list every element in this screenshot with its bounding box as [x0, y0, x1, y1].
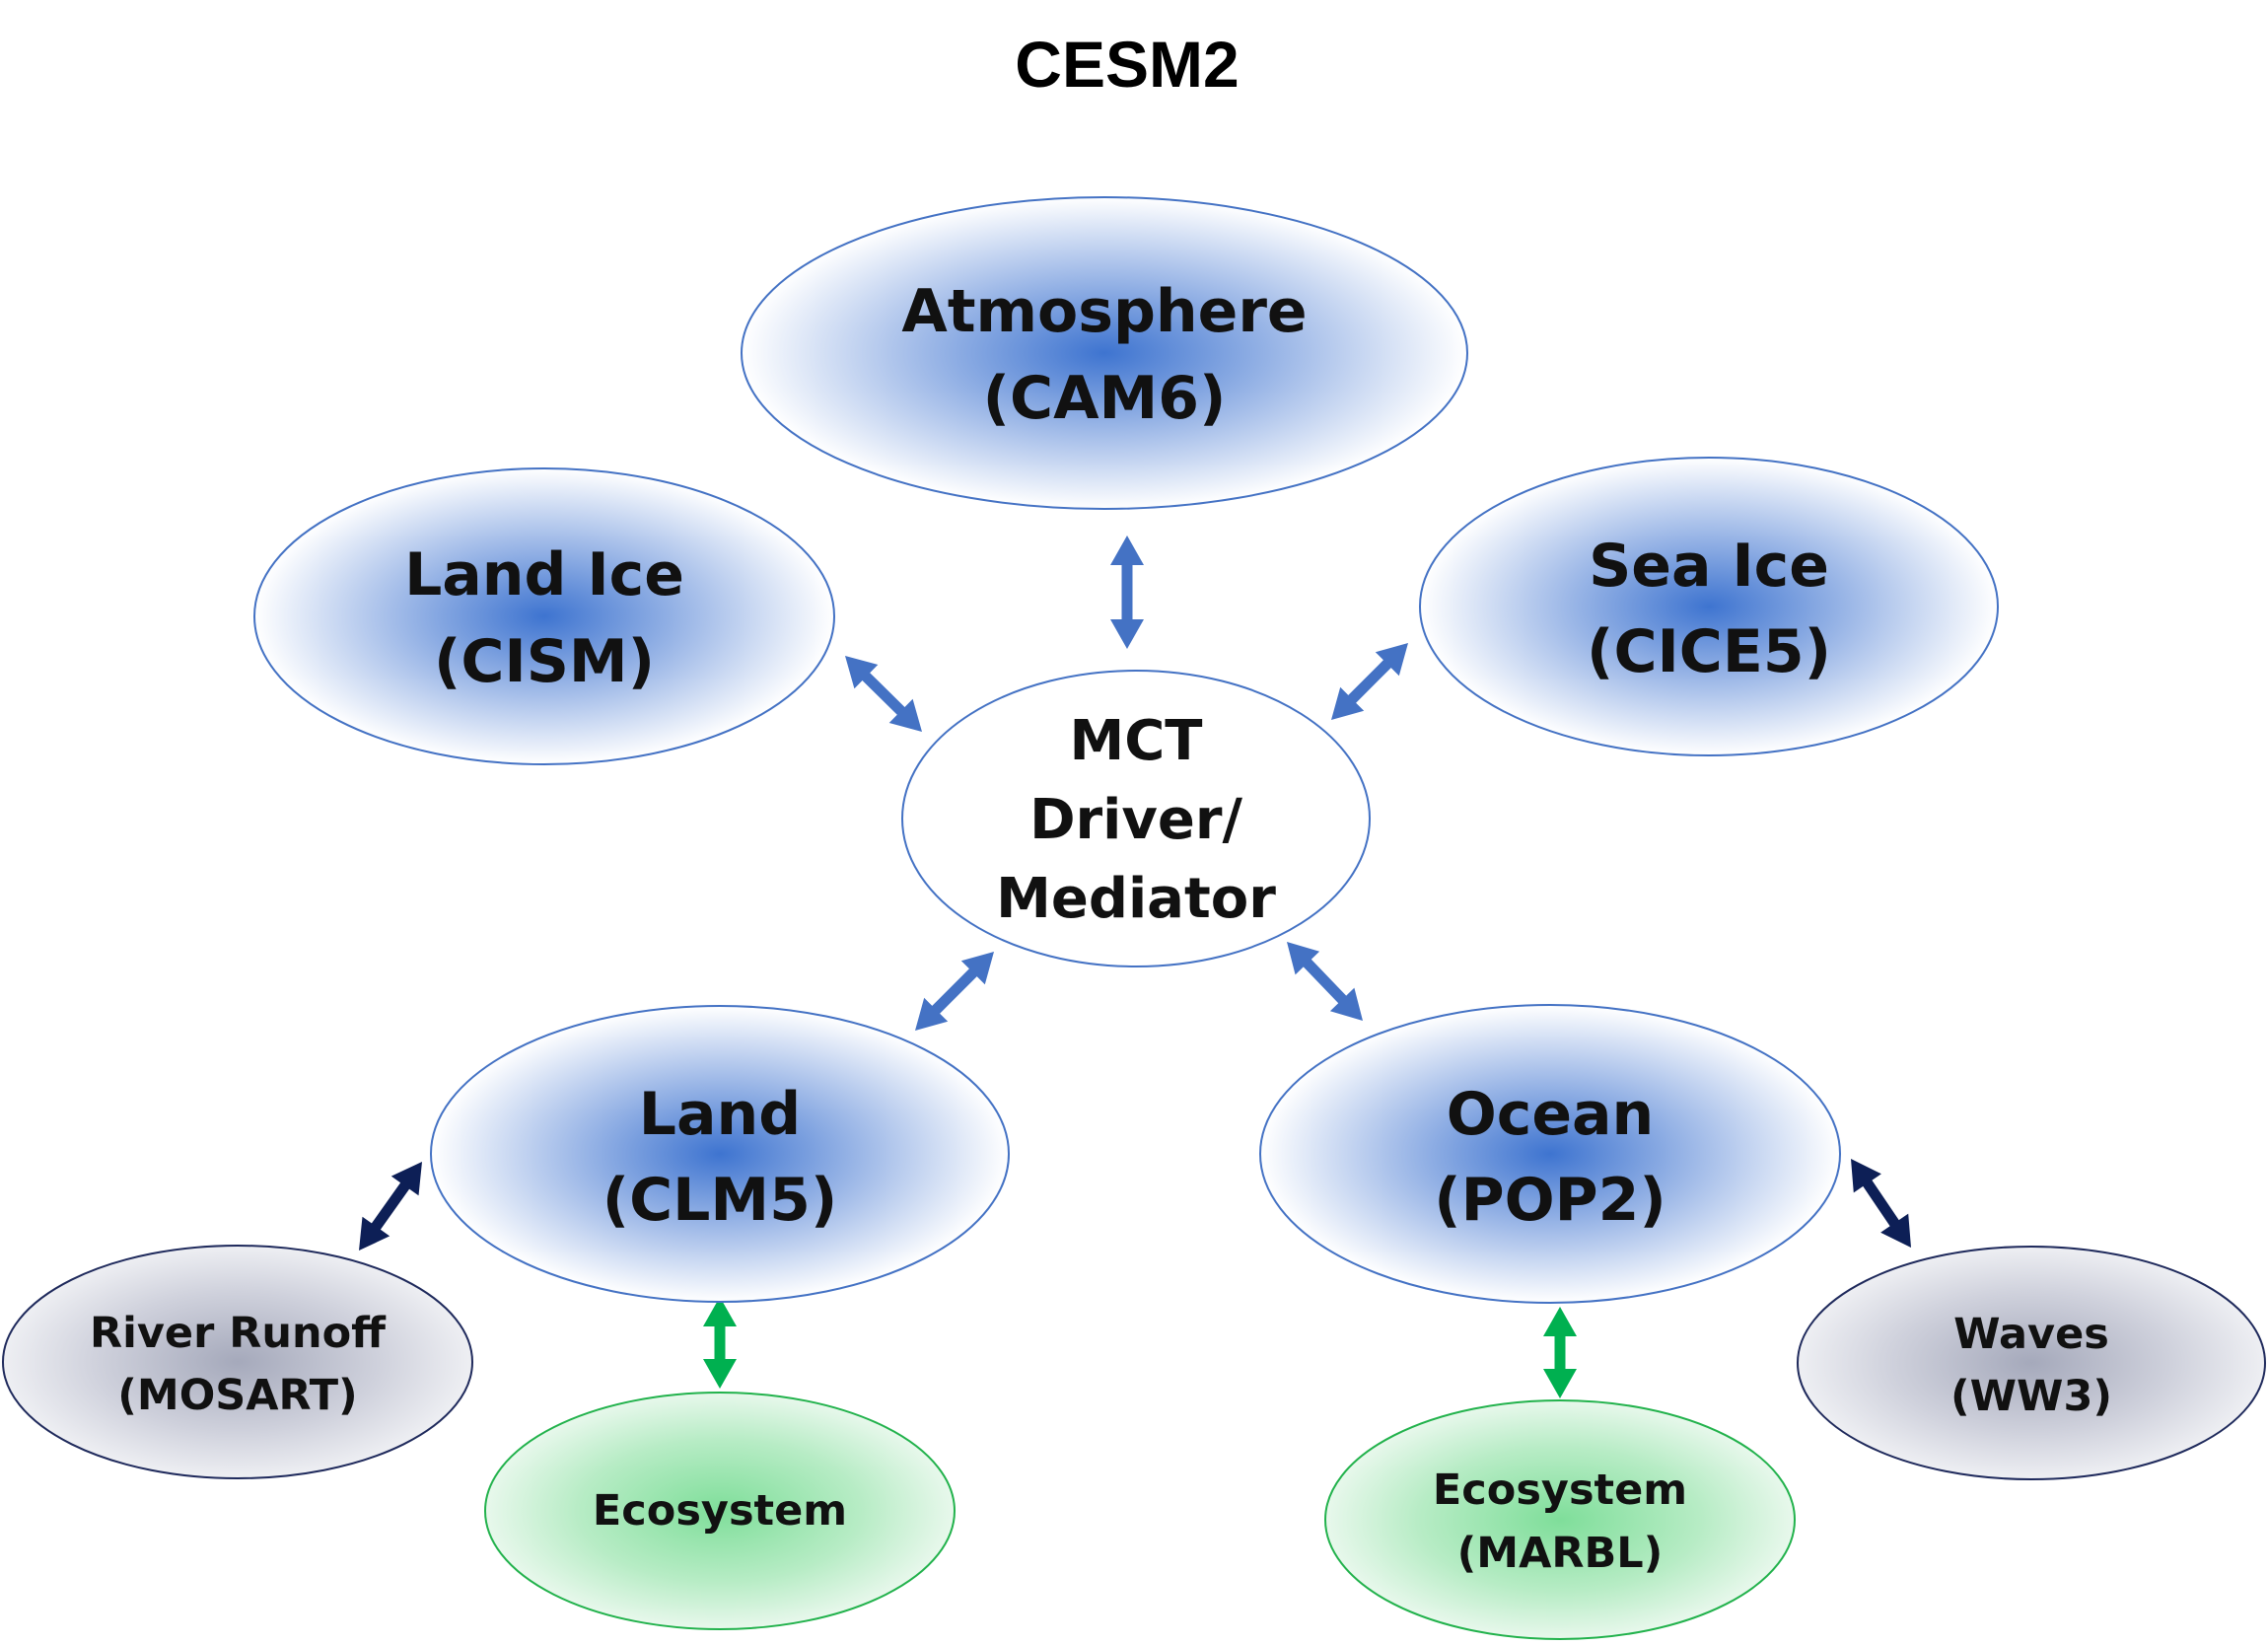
- driver-ellipse: [901, 670, 1371, 967]
- waves-ellipse: [1797, 1246, 2266, 1480]
- ocean-label: Ocean: [1447, 1080, 1654, 1149]
- arrow-land-ice-to-driver: [845, 656, 922, 732]
- land-sublabel: (CLM5): [602, 1166, 838, 1235]
- atmosphere-label: Atmosphere: [901, 277, 1307, 346]
- land-ice-label: Land Ice: [404, 540, 684, 609]
- arrow-land-to-driver: [915, 952, 994, 1031]
- diagram-title: CESM2: [1015, 28, 1239, 101]
- node-driver: MCT Driver/ Mediator: [901, 670, 1371, 967]
- connection-arrows: [359, 536, 1911, 1398]
- arrow-atmosphere-to-driver: [1110, 536, 1144, 649]
- driver-label-2: Driver/: [1029, 788, 1242, 852]
- atmosphere-sublabel: (CAM6): [983, 364, 1227, 433]
- sea-ice-sublabel: (CICE5): [1587, 617, 1831, 686]
- node-land-ice: Land Ice (CISM): [253, 467, 835, 765]
- node-sea-ice: Sea Ice (CICE5): [1419, 457, 1999, 756]
- river-runoff-label: River Runoff: [90, 1309, 387, 1358]
- land-ice-ellipse: [253, 467, 835, 765]
- atmosphere-ellipse: [741, 196, 1468, 510]
- arrow-sea-ice-to-driver: [1331, 643, 1408, 720]
- waves-sublabel: (WW3): [1950, 1372, 2112, 1421]
- node-land-ecosystem: Ecosystem: [484, 1392, 956, 1630]
- node-ocean: Ocean (POP2): [1259, 1004, 1841, 1304]
- land-ecosystem-label: Ecosystem: [593, 1486, 847, 1536]
- arrow-ocean-to-waves: [1851, 1159, 1911, 1248]
- river-runoff-sublabel: (MOSART): [117, 1371, 357, 1420]
- node-river-runoff: River Runoff (MOSART): [2, 1245, 473, 1479]
- driver-label: MCT: [1069, 709, 1202, 773]
- ocean-ecosystem-ellipse: [1324, 1399, 1796, 1640]
- node-ocean-ecosystem: Ecosystem (MARBL): [1324, 1399, 1796, 1640]
- arrow-ocean-to-driver: [1287, 942, 1363, 1021]
- ocean-ellipse: [1259, 1004, 1841, 1304]
- sea-ice-ellipse: [1419, 457, 1999, 756]
- land-label: Land: [639, 1080, 801, 1149]
- land-ellipse: [430, 1005, 1010, 1303]
- node-land: Land (CLM5): [430, 1005, 1010, 1303]
- land-ice-sublabel: (CISM): [434, 627, 655, 696]
- sea-ice-label: Sea Ice: [1589, 532, 1829, 601]
- land-ecosystem-ellipse: [484, 1392, 956, 1630]
- arrow-land-to-land-eco: [703, 1297, 737, 1389]
- driver-label-3: Mediator: [996, 867, 1276, 931]
- arrow-ocean-to-ocean-eco: [1543, 1307, 1577, 1398]
- node-waves: Waves (WW3): [1797, 1246, 2266, 1480]
- node-atmosphere: Atmosphere (CAM6): [741, 196, 1468, 510]
- ocean-ecosystem-sublabel: (MARBL): [1457, 1529, 1664, 1578]
- river-runoff-ellipse: [2, 1245, 473, 1479]
- ocean-sublabel: (POP2): [1434, 1166, 1666, 1235]
- ocean-ecosystem-label: Ecosystem: [1433, 1466, 1687, 1515]
- arrow-land-to-river: [359, 1162, 422, 1251]
- waves-label: Waves: [1953, 1310, 2109, 1359]
